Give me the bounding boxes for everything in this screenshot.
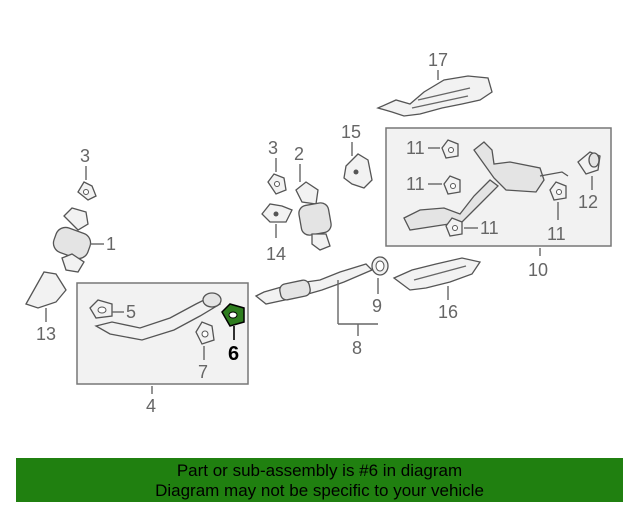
part-16-heat-shield[interactable] [392, 257, 482, 291]
part-6-gasket-highlighted[interactable] [221, 303, 245, 327]
callout-7: 7 [198, 362, 208, 382]
info-banner: Part or sub-assembly is #6 in diagram Di… [16, 458, 623, 502]
callout-8: 8 [352, 338, 362, 358]
banner-line-2: Diagram may not be specific to your vehi… [155, 481, 484, 500]
part-11-insulator-a[interactable] [441, 139, 459, 159]
part-5-gasket[interactable] [89, 299, 113, 319]
callout-2: 2 [294, 144, 304, 164]
part-3-gasket-middle[interactable] [267, 173, 287, 195]
callout-9: 9 [372, 296, 382, 316]
callout-17: 17 [428, 50, 448, 70]
part-13-heat-shield[interactable] [25, 271, 67, 309]
part-2-catalytic-converter[interactable] [295, 181, 332, 251]
callout-13: 13 [36, 324, 56, 344]
callout-5: 5 [126, 302, 136, 322]
callout-12: 12 [578, 192, 598, 212]
part-11-insulator-b[interactable] [443, 175, 461, 195]
part-4-front-pipe[interactable] [94, 292, 222, 341]
part-10-muffler-assembly[interactable] [403, 141, 569, 231]
part-14-bracket[interactable] [261, 203, 293, 223]
callout-11-a: 11 [406, 138, 425, 158]
callout-1: 1 [106, 234, 116, 254]
part-7-gasket[interactable] [195, 321, 215, 345]
callout-3-left: 3 [80, 146, 90, 166]
callout-4: 4 [146, 396, 156, 416]
callout-15: 15 [341, 122, 361, 142]
banner-line-1: Part or sub-assembly is #6 in diagram [176, 461, 463, 480]
part-1-catalytic-converter[interactable] [51, 207, 94, 273]
callout-11-b: 11 [406, 174, 425, 194]
part-12-exhaust-tip[interactable] [577, 151, 601, 175]
part-8-intermediate-pipe[interactable] [254, 263, 374, 305]
part-11-insulator-d[interactable] [549, 181, 567, 201]
callout-11-d: 11 [547, 224, 566, 244]
callout-6: 6 [228, 343, 239, 365]
part-3-gasket-left[interactable] [77, 181, 97, 201]
callout-10: 10 [528, 260, 548, 280]
callout-16: 16 [438, 302, 458, 322]
callout-14: 14 [266, 244, 286, 264]
part-9-clamp[interactable] [371, 256, 389, 276]
part-11-insulator-c[interactable] [445, 217, 463, 237]
callout-3-middle: 3 [268, 138, 278, 158]
part-17-heat-shield[interactable] [376, 75, 493, 117]
part-15-bracket[interactable] [343, 153, 373, 189]
callout-11-c: 11 [480, 218, 499, 238]
